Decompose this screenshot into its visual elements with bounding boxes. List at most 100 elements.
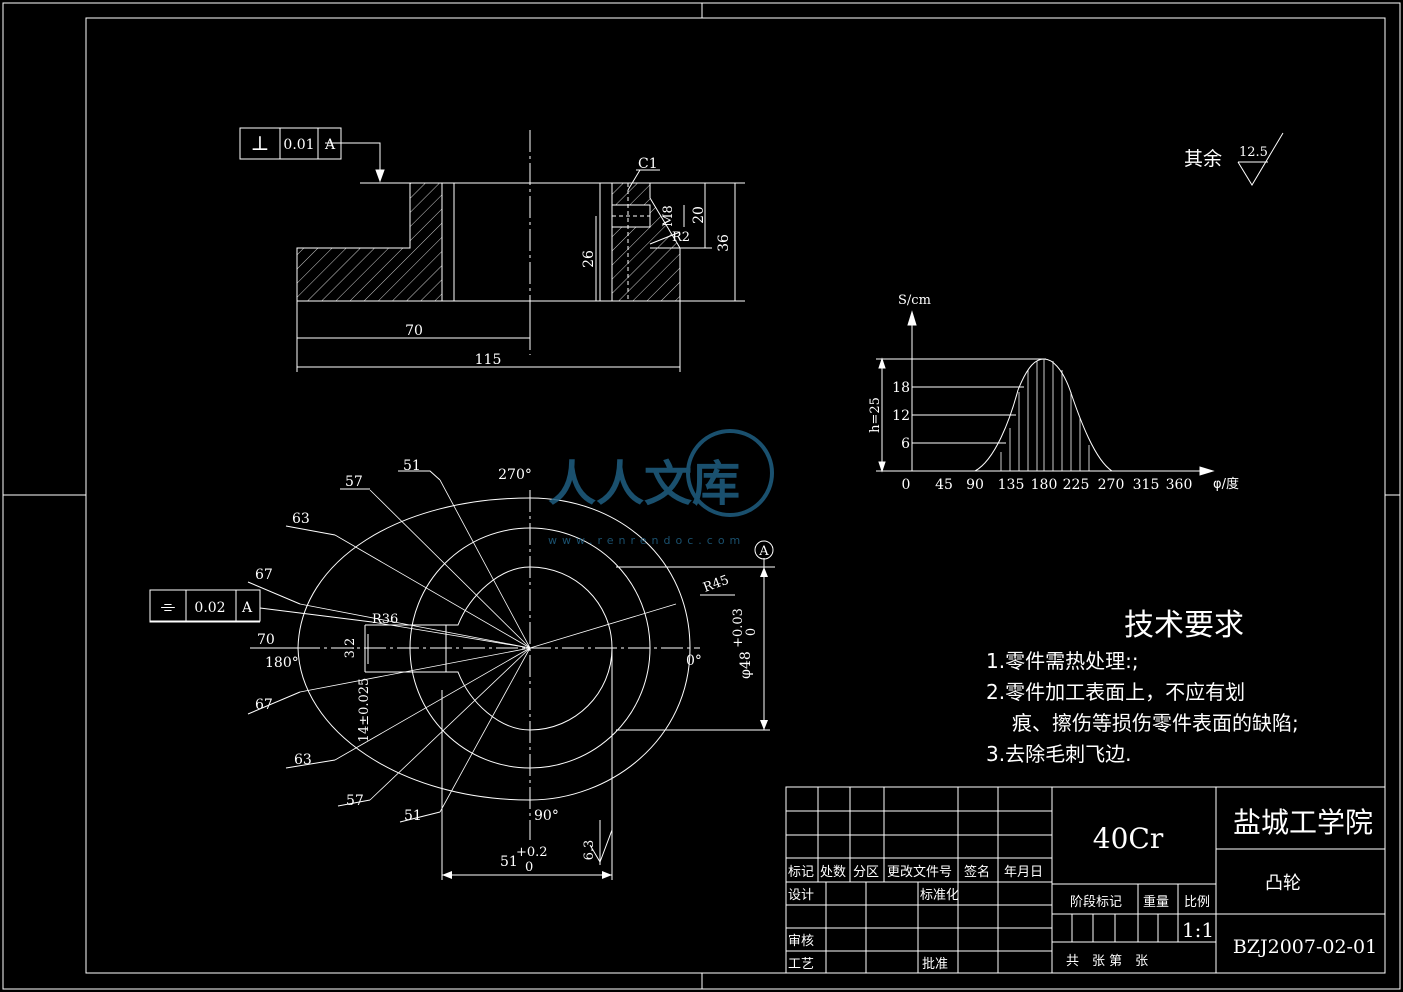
watermark: 人人文库 www.renrendoc.com [548,429,774,547]
fillet-label: R2 [672,230,690,245]
keyway-width: 3.2 [343,638,358,659]
tb-school: 盐城工学院 [1233,806,1373,839]
x-tick-360: 360 [1166,477,1193,493]
x-tick-0: 0 [902,477,911,493]
cam-view-labels: 270° 180° 0° 90° 51 57 63 67 70 67 63 57… [149,458,774,875]
x-tick-225: 225 [1063,477,1090,493]
depth-tol-lower: 0 [525,860,533,875]
x-tick-90: 90 [966,477,984,493]
tech-item-1: 1.零件需热处理:; [986,649,1139,673]
x-tick-315: 315 [1133,477,1160,493]
thread-label: M8 [661,205,676,227]
angle-90: 90° [534,808,559,824]
tb-header-count: 处数 [820,865,846,880]
datum-a-marker [754,540,774,560]
tech-item-3: 3.去除毛刺飞边. [986,742,1131,766]
y-tick-12: 12 [892,408,910,424]
radius-51-upper: 51 [403,458,421,474]
chart-h-label: h=25 [868,397,883,433]
angle-0: 0° [686,653,702,669]
tb-approve: 批准 [922,957,948,972]
dim-20: 20 [691,206,707,224]
perpendicularity-tolerance: 0.01 [283,137,314,153]
x-tick-270: 270 [1098,477,1125,493]
radius-r45: R45 [701,573,731,596]
depth-value: 51 [500,854,518,870]
angle-180: 180° [265,655,299,671]
title-block [785,786,1386,974]
y-tick-6: 6 [901,436,910,452]
dim-26: 26 [581,250,597,268]
tech-item-2b: 痕、擦伤等损伤零件表面的缺陷; [1012,711,1299,735]
perpendicularity-datum: A [324,137,336,153]
tb-stage-mark: 阶段标记 [1070,895,1122,910]
tb-process: 工艺 [788,957,814,972]
radius-67-upper: 67 [255,567,273,583]
section-view: ⊥ 0.01 A C1 M8 R2 20 36 26 70 115 [239,127,745,372]
tb-scale-label: 比例 [1184,895,1210,910]
tb-sheet-info: 共 张 第 张 [1066,954,1148,969]
radius-57-upper: 57 [345,474,363,490]
radius-67-lower: 67 [255,697,273,713]
base-circle [409,527,651,769]
symmetry-symbol: ⌯ [161,596,176,617]
surface-finish-value: 12.5 [1239,145,1268,160]
bore-tol-lower: 0 [744,628,759,636]
bore-diameter: φ48 [738,651,754,679]
y-tick-18: 18 [892,380,910,396]
tb-header-zone: 分区 [853,865,879,880]
x-tick-180: 180 [1031,477,1058,493]
tb-scale: 1:1 [1182,918,1214,942]
angle-270: 270° [498,467,532,483]
tb-header-signature: 签名 [964,864,990,880]
x-tick-45: 45 [935,477,953,493]
datum-a-letter: A [758,544,769,559]
tb-part-name: 凸轮 [1265,873,1301,894]
surface-finish-label: 其余 [1184,148,1222,170]
radius-63-upper: 63 [292,511,310,527]
title-block-text: 标记 处数 分区 更改文件号 签名 年月日 设计 标准化 审核 工艺 批准 40… [788,806,1377,972]
x-tick-135: 135 [998,477,1025,493]
tech-requirements: 技术要求 1.零件需热处理:; 2.零件加工表面上，不应有划 痕、擦伤等损伤零件… [986,608,1299,766]
tb-check: 审核 [788,934,814,949]
dim-70: 70 [405,323,423,339]
cam-displacement-chart [876,310,1215,476]
hatched-section-right [611,182,681,302]
hatched-section-left [296,182,443,302]
chamfer-label: C1 [638,156,658,172]
tech-item-2: 2.零件加工表面上，不应有划 [986,680,1245,704]
tb-weight: 重量 [1143,894,1169,910]
symmetry-frame: ⌯ 0.02 A [149,589,261,622]
watermark-url: www.renrendoc.com [548,534,745,547]
radius-57-lower: 57 [346,793,364,809]
tb-header-date: 年月日 [1004,865,1043,880]
dim-36: 36 [716,234,732,252]
radius-r36: R36 [372,612,398,627]
symmetry-tolerance: 0.02 [194,600,225,616]
tb-header-mark: 标记 [788,865,814,880]
tb-header-change-doc: 更改文件号 [887,865,952,880]
tb-standardize: 标准化 [920,888,959,903]
surface-finish-note: 其余 12.5 [1184,132,1284,186]
roughness-6-3: 6.3 [582,840,597,861]
watermark-text: 人人文库 [548,456,740,512]
bore-tol-upper: +0.03 [731,608,746,648]
chart-x-axis-label: φ/度 [1213,476,1239,492]
tb-drawing-no: BZJ2007-02-01 [1233,936,1377,958]
cam-outer-profile [297,497,691,801]
cam-view [149,470,775,880]
radius-63-lower: 63 [294,752,312,768]
depth-tol-upper: +0.2 [516,845,548,860]
dim-115: 115 [475,352,502,368]
keyway-slot: 14±0.025 [357,678,372,743]
chart-labels: S/cm φ/度 h=25 18 12 6 0 45 90 135 180 22… [868,293,1239,493]
perpendicularity-frame: ⊥ 0.01 A [239,127,342,160]
tb-material: 40Cr [1093,822,1164,855]
tb-design: 设计 [788,888,814,903]
tech-title: 技术要求 [1124,608,1244,643]
symmetry-datum: A [241,600,253,616]
perpendicularity-symbol: ⊥ [251,131,270,155]
radius-70: 70 [257,632,275,648]
